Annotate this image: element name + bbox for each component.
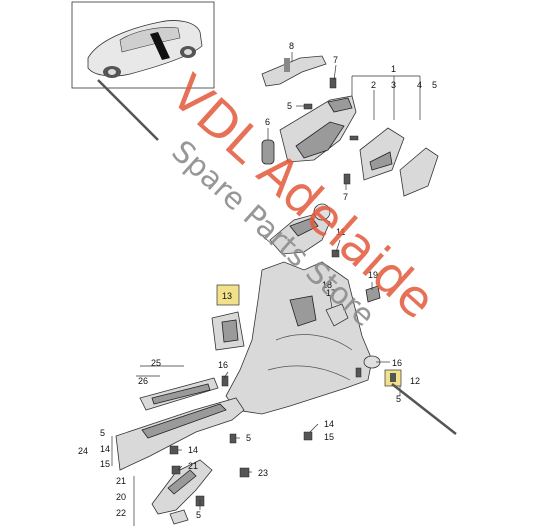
callout-13-highlight[interactable]: 13 (216, 284, 240, 306)
thumbnail-pointer (97, 79, 159, 141)
callout-12: 12 (410, 376, 420, 386)
callout-13: 13 (222, 291, 232, 301)
callouts: 8 7 1 2 3 4 5 5 6 7 11 18 19 17 16 12 5 … (78, 41, 437, 520)
callout-24: 24 (78, 446, 88, 456)
vehicle-thumbnail (71, 1, 215, 89)
callout-14-left: 14 (100, 444, 110, 454)
callout-19: 19 (368, 270, 378, 280)
callout-20: 20 (116, 492, 126, 502)
callout-7-bottom: 7 (343, 192, 348, 202)
callout-17: 17 (326, 288, 336, 298)
callout-26: 26 (138, 376, 148, 386)
sill-plate (139, 377, 219, 411)
callout-5-left: 5 (100, 428, 105, 438)
lower-bracket (151, 459, 213, 525)
callout-6: 6 (265, 117, 270, 127)
callout-7-top: 7 (333, 55, 338, 65)
callout-14-mid: 14 (324, 419, 334, 429)
callout-3: 3 (391, 80, 396, 90)
part-17-clip (325, 303, 349, 327)
belt-guide-assembly (269, 203, 331, 255)
callout-21-top: 21 (188, 461, 198, 471)
callout-15-left: 15 (100, 459, 110, 469)
lower-pillar-trim (225, 261, 373, 415)
callout-11: 11 (336, 227, 345, 237)
callout-23: 23 (258, 468, 268, 478)
watermark-pointer (391, 383, 457, 435)
callout-8: 8 (289, 41, 294, 51)
callout-5-top: 5 (432, 80, 437, 90)
sill-trim (115, 397, 245, 471)
part-4-panel (399, 147, 439, 197)
part-8-trim-strip (261, 55, 327, 87)
callout-5-screw: 5 (287, 101, 292, 111)
callout-21-left: 21 (116, 476, 126, 486)
part-3-panel (359, 127, 405, 181)
callout-14-lower: 14 (188, 445, 198, 455)
callout-21-bottom: 5 (196, 510, 201, 520)
callout-18: 18 (322, 280, 332, 290)
callout-5-mid: 5 (246, 433, 251, 443)
callout-4: 4 (417, 80, 422, 90)
callout-2: 2 (371, 80, 376, 90)
leader-lines (111, 52, 421, 526)
callout-16-right: 16 (392, 358, 402, 368)
part-19-clip (365, 285, 381, 303)
part-13-vent (211, 311, 245, 351)
upper-pillar-trim (279, 95, 357, 163)
callout-5-right: 5 (396, 394, 401, 404)
callout-25: 25 (151, 358, 161, 368)
callout-22: 22 (116, 508, 126, 518)
part-3-label (369, 151, 393, 171)
callout-1: 1 (391, 64, 396, 74)
callout-15-mid: 15 (324, 432, 334, 442)
callout-16-left: 16 (218, 360, 228, 370)
